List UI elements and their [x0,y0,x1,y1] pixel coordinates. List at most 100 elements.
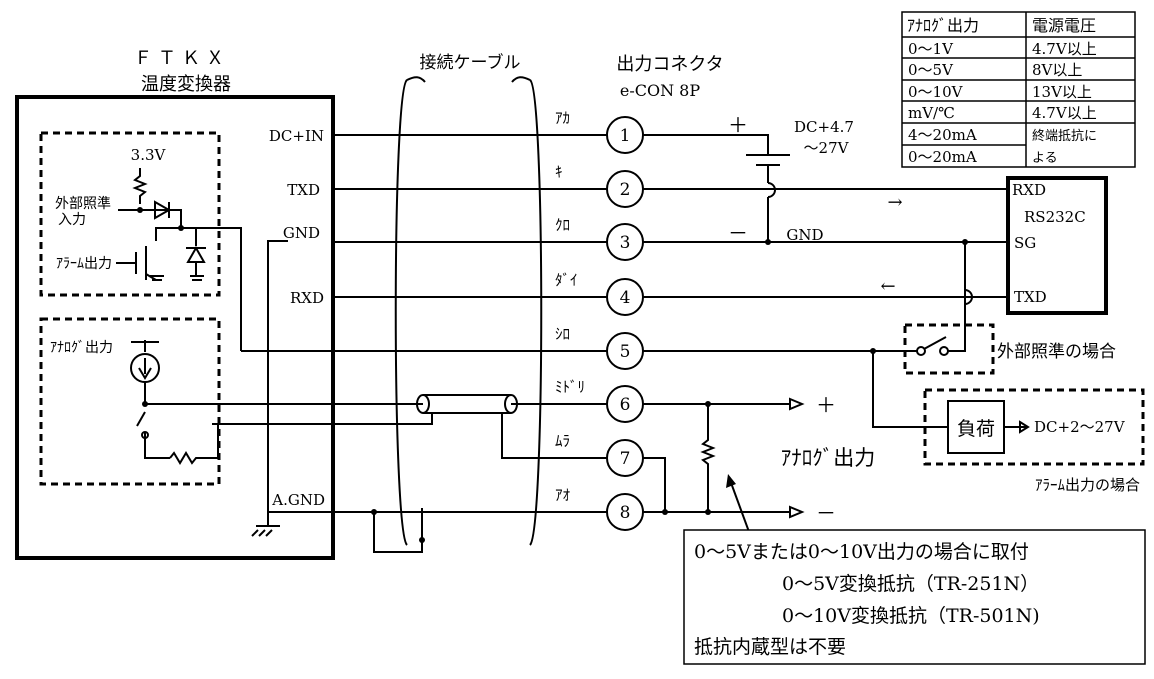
alarm-dashed-box [923,388,1145,466]
pin-number: 5 [620,342,631,362]
shield-pair [423,394,511,414]
wire-color-label: ﾀﾞｲ [555,271,578,289]
pin-number: 1 [620,126,631,146]
label-ext-ref-2: 入力 [58,212,86,228]
pin-label-rxd: RXD [290,289,324,307]
pullup-resistor-icon [132,168,148,204]
pin-label-txd: TXD [287,181,320,199]
table-cell: mV/℃ [908,104,955,122]
supply-minus: － [728,221,748,245]
junction-dot [765,239,771,245]
cable-left-outline [394,79,408,546]
analog-arrows [789,397,805,519]
current-arrow-icon [138,358,152,380]
switch-contact [939,346,949,356]
analog-label: ｱﾅﾛｸﾞ出力 [781,446,876,470]
pin-number: 8 [620,503,631,523]
ext-ref-switch-wires [905,242,966,352]
shield-drain-wire [373,508,423,553]
diode-out-wire [169,209,242,351]
wire-to-load [872,351,948,428]
note-line-3: 0～10V変換抵抗（TR-501N) [782,605,1040,627]
ext-ref-label: 外部照準の場合 [997,342,1116,362]
pin-number: 2 [620,180,631,200]
arrow-left: ← [880,276,895,297]
junction-dot [419,537,425,543]
rs232c-txd: TXD [1014,288,1047,306]
wire-color-label: ﾐﾄﾞﾘ [555,378,585,396]
pin-label-dc-in: DC+IN [269,127,324,145]
junction-dot [137,207,143,213]
pin-number: 6 [620,395,631,415]
label-alarm-out: ｱﾗｰﾑ出力 [56,256,112,272]
alarm-supply: DC+2～27V [1034,418,1126,436]
pin-number: 7 [620,449,631,469]
device-title: ＦＴＫＸ [134,48,230,69]
device-box [15,95,335,560]
device-subtitle: 温度変換器 [141,74,231,95]
transistor-icon [116,227,181,281]
analog-out-wires [643,403,790,513]
supply-voltage-2: ～27V [804,139,850,157]
table-cell: 13V以上 [1032,83,1092,101]
note-box [683,529,1146,665]
table-cell: 4.7V以上 [1032,40,1097,58]
wire-color-label: ｼﾛ [555,325,570,343]
supply-plus: ＋ [728,113,748,137]
crossover [964,289,973,305]
load-arrow-icon [1004,420,1030,434]
digital-section-box [39,131,221,297]
label-analog-out-internal: ｱﾅﾛｸﾞ出力 [50,340,113,356]
load-label: 負荷 [957,418,995,440]
junction-dot [142,401,148,407]
supply-gnd: GND [786,226,823,244]
rs232c-rxd: RXD [1012,181,1046,199]
ext-ref-switch-icon [923,336,947,350]
wire-color-label: ｸﾛ [555,216,570,234]
connector-model: e-CON 8P [620,81,701,100]
wire-7 [212,413,607,459]
switch-contact [141,431,149,439]
cable-top [406,76,531,83]
supply-table [901,11,1136,168]
pin-label-gnd: GND [283,224,320,242]
ext-ref-dashed-box [903,323,995,375]
pin-number: 3 [620,233,631,253]
analog-plus: ＋ [816,393,836,417]
cable-right-outline [529,79,543,546]
ground-icon [150,275,204,281]
connector-title: 出力コネクタ [616,54,723,75]
cable-label: 接続ケーブル [420,52,521,73]
alarm-label: ｱﾗｰﾑ出力の場合 [1035,476,1140,494]
note-line-4: 抵抗内蔵型は不要 [694,636,846,658]
table-cell: 0～1V [908,40,954,58]
analog-section-box [39,317,221,486]
analog-minus: － [816,501,836,525]
label-3v3: 3.3V [131,146,167,164]
table-cell: 4.7V以上 [1032,104,1097,122]
junction-dot [371,509,377,515]
table-cell: よる [1032,151,1058,166]
table-cell: 4～20mA [908,126,977,144]
battery-icon [643,134,790,242]
zener-diode-icon [186,228,206,276]
switch-contact [916,346,926,356]
internal-resistor-icon [169,425,219,465]
arrow-right: → [887,192,902,213]
internal-gnd-wire [267,240,288,512]
junction-dot [662,509,668,515]
wire-color-label: ﾑﾗ [555,432,570,450]
conversion-resistor-icon [700,404,716,512]
table-cell: 0～20mA [908,148,977,166]
wire-color-label: ｷ [555,163,563,181]
rs232c-sg: SG [1014,234,1036,252]
supply-voltage-1: DC+4.7 [794,118,854,136]
wire-color-label: ｱｶ [555,109,570,127]
table-cell: 終端抵抗に [1032,128,1097,144]
pin-number: 4 [620,288,631,308]
label-ext-ref-1: 外部照準 [55,196,111,212]
note-line-2: 0～5V変換抵抗（TR-251N） [782,573,1039,595]
table-cell: 0～5V [908,61,954,79]
table-cell: 0～10V [908,83,964,101]
